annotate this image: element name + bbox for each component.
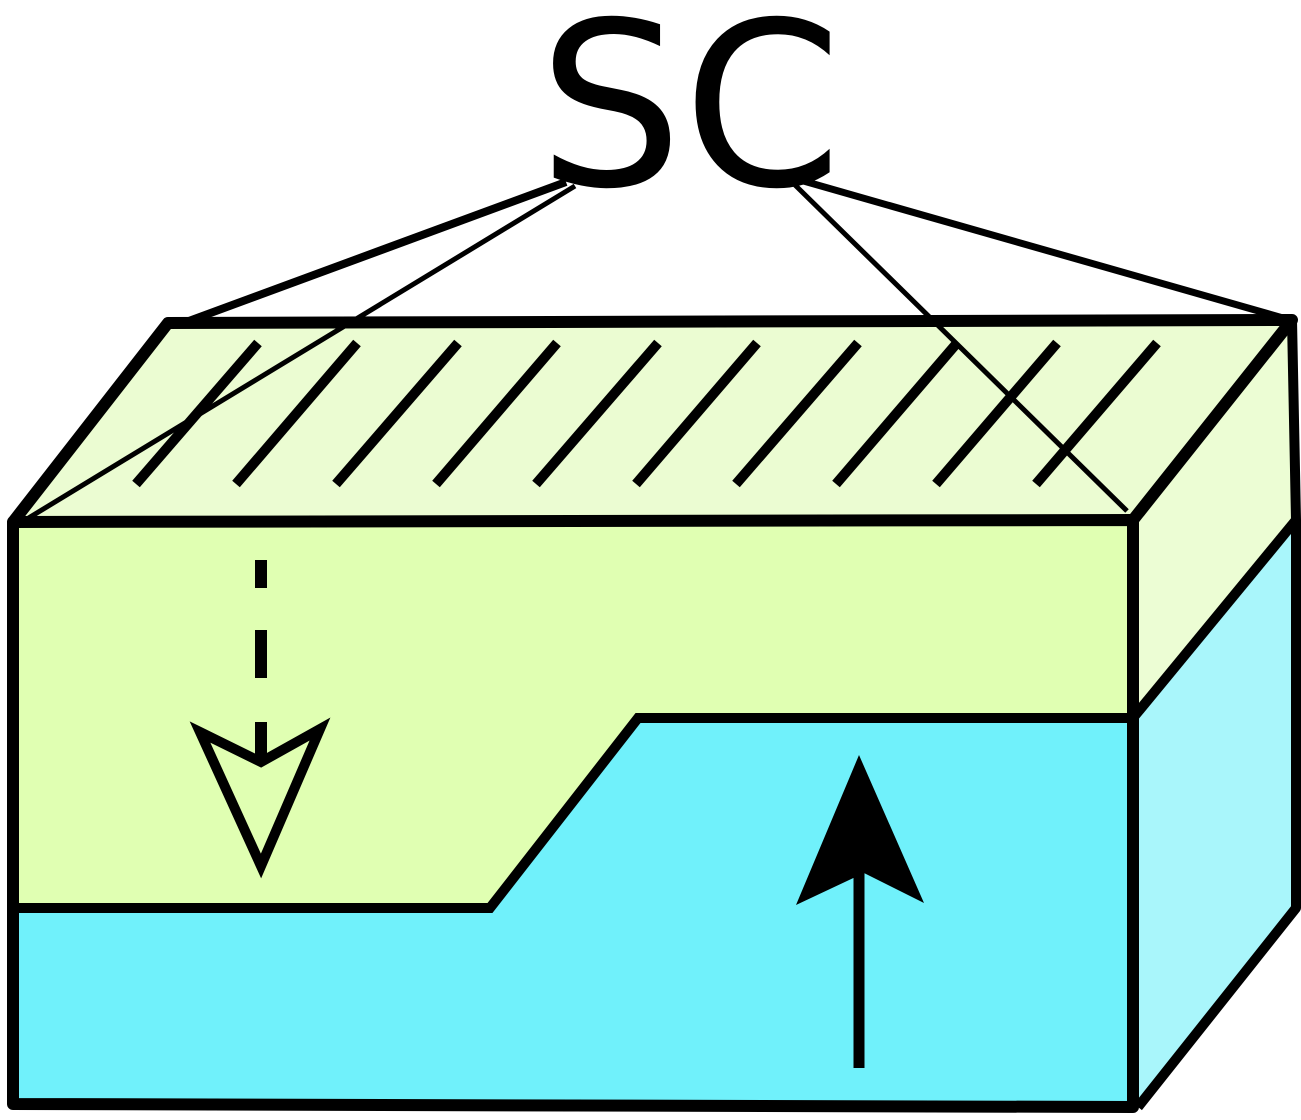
diagram-label: SC: [538, 0, 842, 239]
hatch-line: [232, 339, 361, 488]
hatch-line: [532, 339, 662, 488]
hatch-line: [832, 339, 961, 488]
layer-interface-line: [15, 713, 1133, 913]
side-face-outline: [1134, 319, 1301, 1111]
hatch-line: [932, 339, 1061, 488]
connector-line-right-outer: [799, 176, 1291, 324]
side-interface-line: [1129, 516, 1300, 722]
top-face-outline: [8, 314, 1298, 526]
hatch-line: [332, 339, 462, 488]
hatch-line: [1032, 339, 1161, 488]
front-face-upper-layer: [15, 520, 1133, 908]
connector-line-left-outer: [176, 178, 568, 329]
hollow-dashed-arrow-down-icon: [189, 560, 331, 879]
front-face-outline: [7, 514, 1139, 1113]
hatch-line: [732, 339, 862, 488]
connector-line-left-inner: [20, 183, 577, 525]
side-face-lower-layer: [1133, 520, 1296, 1107]
block-outline: [7, 314, 1301, 1113]
hatch-line: [432, 339, 561, 488]
side-face-upper-layer: [1133, 320, 1296, 718]
label-connector-lines: [20, 176, 1291, 525]
hatch-line: [632, 339, 761, 488]
connector-line-right-inner: [793, 183, 1129, 513]
top-face-hatching: [132, 339, 1161, 488]
solid-arrow-up-icon: [796, 755, 924, 1068]
